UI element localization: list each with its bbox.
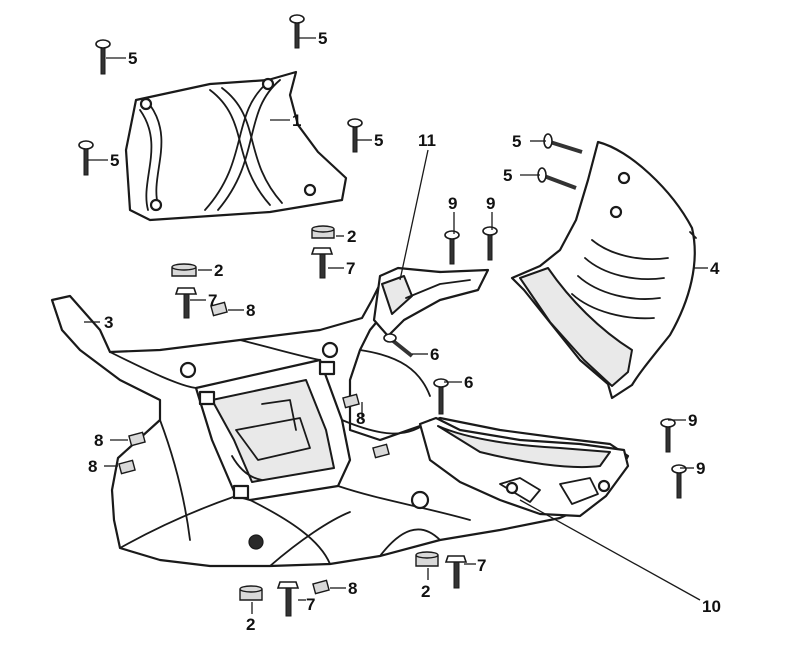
screw-5-left xyxy=(78,140,94,176)
bolt-7-c xyxy=(276,581,300,617)
screw-6-b xyxy=(433,378,449,415)
callout-7: 7 xyxy=(208,291,217,310)
clip-8-d xyxy=(118,459,136,475)
screw-9-c xyxy=(660,418,676,453)
part-1-floor-panel xyxy=(124,70,348,222)
callout-11: 11 xyxy=(418,131,436,150)
bolt-7-a xyxy=(174,287,198,319)
callout-5: 5 xyxy=(110,151,119,170)
cap-2-d xyxy=(415,551,439,567)
clip-8-f xyxy=(312,579,330,595)
callout-5: 5 xyxy=(128,49,137,68)
callout-5: 5 xyxy=(374,131,383,150)
callout-1: 1 xyxy=(292,111,301,130)
callout-9: 9 xyxy=(486,194,495,213)
screw-6-a xyxy=(383,333,414,358)
clip-8-a xyxy=(210,301,228,317)
callout-5: 5 xyxy=(512,132,521,151)
callout-3: 3 xyxy=(104,313,113,332)
cap-2-b xyxy=(311,225,335,239)
cap-2-c xyxy=(239,585,263,601)
part-10-side-cover xyxy=(418,416,630,518)
callout-2: 2 xyxy=(246,615,255,634)
screw-5-right xyxy=(347,118,363,153)
callout-9: 9 xyxy=(688,411,697,430)
part-11-center-bracket xyxy=(372,266,490,338)
clip-8-b xyxy=(342,393,360,409)
screw-5-shield-lower xyxy=(537,167,577,190)
callout-2: 2 xyxy=(347,227,356,246)
callout-7: 7 xyxy=(346,259,355,278)
callout-6: 6 xyxy=(430,345,439,364)
cap-2-a xyxy=(171,263,197,277)
leader-lines xyxy=(84,37,708,614)
clip-8-e xyxy=(372,443,390,459)
callout-8: 8 xyxy=(356,409,365,428)
screw-5-top-left xyxy=(95,39,111,75)
callout-8: 8 xyxy=(348,579,357,598)
callout-labels: 1 2 2 2 2 3 4 5 5 5 5 5 5 6 6 7 7 7 7 8 … xyxy=(88,29,721,634)
callout-6: 6 xyxy=(464,373,473,392)
callout-2: 2 xyxy=(214,261,223,280)
callout-8: 8 xyxy=(88,457,97,476)
bolt-7-b xyxy=(310,247,334,279)
callout-4: 4 xyxy=(710,259,720,278)
screw-5-top-right xyxy=(289,14,305,49)
callout-5: 5 xyxy=(318,29,327,48)
callout-7: 7 xyxy=(477,556,486,575)
screw-5-shield-upper xyxy=(543,133,583,154)
callout-8: 8 xyxy=(94,431,103,450)
callout-10: 10 xyxy=(702,597,721,616)
part-3-floor-body xyxy=(50,270,630,568)
callout-2: 2 xyxy=(421,582,430,601)
bolt-7-d xyxy=(444,555,468,589)
callout-8: 8 xyxy=(246,301,255,320)
callout-9: 9 xyxy=(448,194,457,213)
callout-9: 9 xyxy=(696,459,705,478)
screw-9-a xyxy=(444,230,460,265)
callout-7: 7 xyxy=(306,595,315,614)
screw-9-d xyxy=(671,464,687,499)
part-4-inner-shield xyxy=(510,140,697,400)
screw-9-b xyxy=(482,226,498,261)
clip-8-c xyxy=(128,431,146,447)
callout-5: 5 xyxy=(503,166,512,185)
